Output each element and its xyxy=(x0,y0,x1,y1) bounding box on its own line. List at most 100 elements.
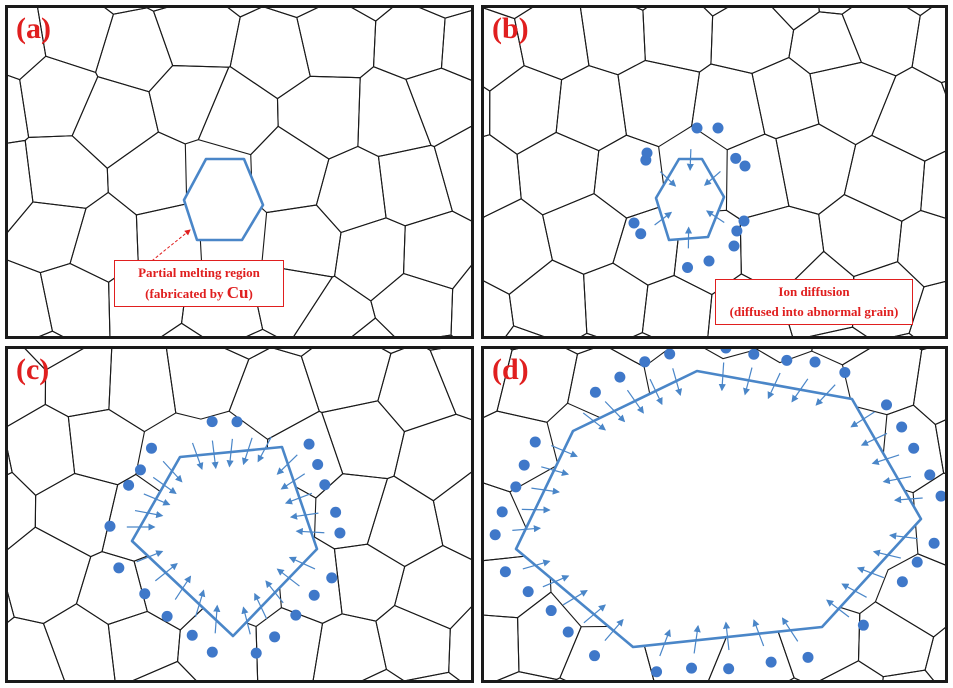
grain-cell xyxy=(377,144,454,227)
ion-dot xyxy=(728,240,740,252)
grain-cell xyxy=(107,610,181,680)
grain-cell xyxy=(148,64,230,145)
grain-cell xyxy=(8,201,87,274)
grain-cell xyxy=(8,616,65,680)
ion-dot xyxy=(145,442,157,454)
grain-cell xyxy=(296,8,377,79)
grain-cell xyxy=(8,471,37,550)
diffusion-arrow xyxy=(882,475,912,485)
grain-cell xyxy=(555,677,566,680)
diffusion-arrow xyxy=(154,562,178,582)
diffusion-arrow xyxy=(767,372,781,400)
diffusion-arrow xyxy=(512,525,542,533)
ion-dot xyxy=(589,386,601,398)
diffusion-arrow xyxy=(254,592,268,620)
grain-cell xyxy=(276,75,361,160)
ion-dot xyxy=(334,527,346,539)
diffusion-arrow xyxy=(288,556,316,570)
grain-cell xyxy=(429,349,471,420)
diffusion-arrow xyxy=(276,568,300,587)
ion-dot xyxy=(731,225,743,237)
grain-cell xyxy=(691,63,766,151)
diffusion-arrow xyxy=(276,454,298,475)
grain-cell xyxy=(809,61,897,146)
ion-dot xyxy=(545,605,557,617)
diffusion-arrow xyxy=(241,437,253,466)
grain-cell xyxy=(516,131,600,216)
ion-dot xyxy=(186,629,198,641)
ion-dot xyxy=(730,152,742,164)
ion-dot xyxy=(781,354,793,366)
ion-dot xyxy=(935,490,945,502)
diffusion-arrow xyxy=(280,473,306,490)
grain-cell xyxy=(704,349,758,360)
grain-cell xyxy=(433,125,471,222)
ion-dot xyxy=(739,160,751,172)
diffusion-arrow xyxy=(872,549,901,559)
ion-dot xyxy=(134,464,146,476)
grain-cell xyxy=(197,65,279,156)
abnormal-grain xyxy=(130,445,319,638)
grain-cell xyxy=(555,65,628,152)
grain-cell xyxy=(315,145,387,234)
grain-cell xyxy=(484,134,522,218)
grain-cell xyxy=(874,553,945,638)
ion-dot xyxy=(518,459,530,471)
ion-dot xyxy=(712,122,724,134)
grain-cell xyxy=(255,607,324,680)
ion-dot xyxy=(908,442,920,454)
grain-cell xyxy=(165,349,250,420)
ion-dot xyxy=(703,255,715,267)
grain-cell xyxy=(19,55,99,138)
grain-cell xyxy=(450,265,471,336)
ion-dot xyxy=(522,586,534,598)
grain-cell xyxy=(224,349,270,360)
ion-dot xyxy=(250,647,262,659)
ion-dot xyxy=(139,588,151,600)
diffusion-arrow xyxy=(542,575,570,588)
diffusion-arrow xyxy=(257,436,272,463)
grain-cell xyxy=(321,400,406,480)
grain-cell xyxy=(108,349,177,433)
grain-cell xyxy=(756,349,813,364)
diffusion-arrow xyxy=(850,411,875,428)
grain-cell xyxy=(484,614,520,680)
diffusion-arrow xyxy=(654,211,673,226)
ion-dot xyxy=(496,506,508,518)
diffusion-arrow xyxy=(174,575,192,600)
ion-diffusion-callout: Ion diffusion (diffused into abnormal gr… xyxy=(715,279,913,325)
grain-cell xyxy=(710,8,795,74)
ion-diffusion-subtitle: (diffused into abnormal grain) xyxy=(729,304,899,319)
diffusion-arrow xyxy=(791,378,809,403)
grain-cell xyxy=(610,349,670,368)
grain-network-b xyxy=(484,8,945,336)
diffusion-arrow xyxy=(265,580,284,604)
diffusion-arrow xyxy=(213,604,221,634)
ion-dot xyxy=(269,631,281,643)
panel-c: (c) xyxy=(5,346,474,683)
ion-dot xyxy=(928,537,940,549)
grain-cell xyxy=(366,475,444,568)
grain-cell xyxy=(918,349,927,351)
grain-cell xyxy=(484,482,539,562)
grain-cell xyxy=(8,336,13,339)
ion-dot xyxy=(857,619,869,631)
diffusion-arrow xyxy=(522,559,551,570)
grain-cell xyxy=(484,410,559,493)
diffusion-arrow xyxy=(162,460,183,483)
panel-label-d: (d) xyxy=(492,353,529,386)
ion-dot xyxy=(326,572,338,584)
grain-cell xyxy=(228,349,320,440)
ion-dot xyxy=(664,349,676,360)
ion-dot xyxy=(628,217,640,229)
diffusion-arrow xyxy=(706,210,725,223)
grain-cell xyxy=(405,67,471,148)
grain-cell xyxy=(497,671,558,680)
grain-cell xyxy=(39,330,63,336)
grain-cell xyxy=(312,613,388,680)
grain-cell xyxy=(71,76,159,169)
grain-cell xyxy=(566,349,594,355)
grain-cell xyxy=(448,606,471,680)
diffusion-arrow xyxy=(191,442,204,470)
grain-cell xyxy=(333,543,406,622)
